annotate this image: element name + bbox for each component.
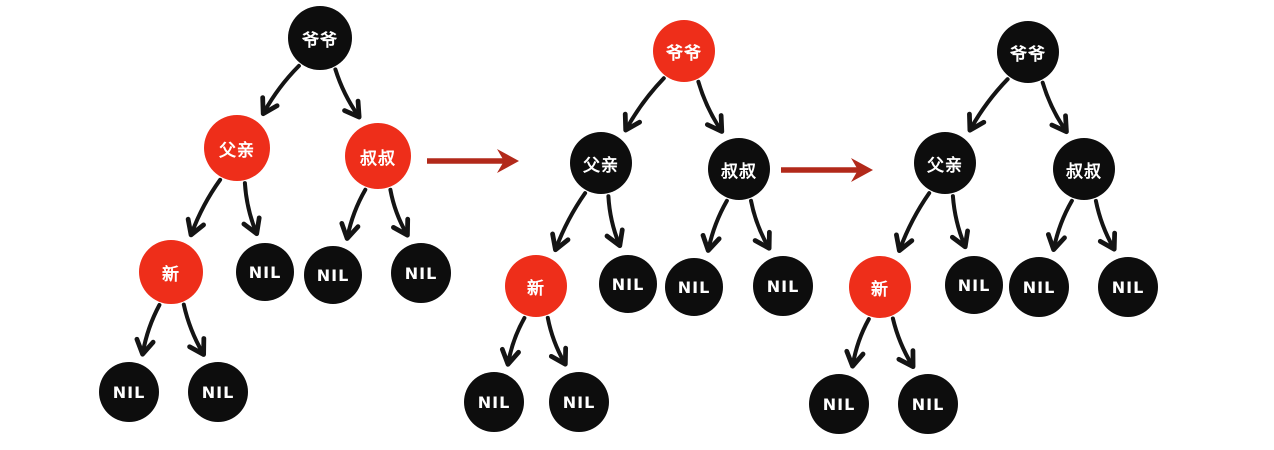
tree-1-node-uncle: 叔叔 [345,123,411,189]
tree-1-node-father-nil-right: NIL [236,243,294,301]
tree-2-edge-grandfather-to-uncle [696,79,725,134]
tree-3-edge-father-to-new [894,191,932,254]
tree-3-node-grandfather: 爷爷 [997,21,1059,83]
tree-2-node-father-nil-right: NIL [599,255,657,313]
tree-2-edge-new-to-new-nil-left [499,316,527,367]
tree-2-node-grandfather: 爷爷 [653,20,715,82]
tree-3-edge-new-to-new-nil-right [890,316,916,370]
transform-arrows [427,149,873,182]
tree-2-edge-grandfather-to-father [622,76,666,133]
tree-1-node-new-nil-left: NIL [99,362,159,422]
tree-1-node-grandfather: 爷爷 [288,6,352,70]
tree-3-node-new-nil-left: NIL [809,374,869,434]
tree-1-node-father: 父亲 [204,115,270,181]
tree-3-node-uncle-nil-left: NIL [1009,257,1069,317]
tree-3-edge-uncle-to-uncle-nil-right [1093,198,1118,252]
tree-3-node-father-nil-right: NIL [945,256,1003,314]
tree-3-node-new-nil-right: NIL [898,374,958,434]
tree-1-node-new: 新 [139,240,203,304]
tree-1-edge-uncle-to-uncle-nil-right [388,187,411,238]
tree-3-edge-father-to-father-nil-right [949,194,970,250]
tree-1-node-uncle-nil-right: NIL [391,243,451,303]
tree-1-edge-grandfather-to-uncle [333,67,362,120]
tree-1-edge-new-to-new-nil-right [181,302,207,357]
tree-3-edge-grandfather-to-uncle [1040,80,1069,135]
tree-2-edge-new-to-new-nil-right [545,315,569,367]
tree-2-node-uncle-nil-left: NIL [665,258,723,316]
tree-2-node-uncle: 叔叔 [708,138,770,200]
tree-2-node-new-nil-right: NIL [549,372,609,432]
tree-edges [134,63,1118,370]
tree-3-edge-grandfather-to-father [967,77,1010,133]
tree-3-node-father: 父亲 [914,132,976,194]
tree-2-node-new-nil-left: NIL [464,372,524,432]
tree-1-node-uncle-nil-left: NIL [304,246,362,304]
transform-arrow-1-head-icon [497,149,519,173]
tree-1-edge-father-to-new [185,177,223,238]
tree-1-edge-grandfather-to-father [260,63,301,117]
transform-arrow-2-head-icon [851,158,873,182]
tree-1-edge-new-to-new-nil-left [134,303,162,357]
tree-2-edge-uncle-to-uncle-nil-right [749,198,772,251]
tree-2-node-uncle-nil-right: NIL [753,256,813,316]
tree-3-node-new: 新 [849,256,911,318]
tree-3-node-uncle: 叔叔 [1053,138,1115,200]
tree-3-edge-uncle-to-uncle-nil-left [1045,198,1074,252]
tree-2-edge-father-to-new [550,191,588,253]
tree-2-node-new: 新 [505,255,567,317]
tree-2-node-father: 父亲 [570,132,632,194]
tree-1-node-new-nil-right: NIL [188,362,248,422]
tree-3-node-uncle-nil-right: NIL [1098,257,1158,317]
tree-2-edge-father-to-father-nil-right [604,194,625,249]
tree-3-edge-new-to-new-nil-left [844,317,871,369]
tree-2-edge-uncle-to-uncle-nil-left [700,198,729,253]
tree-1-edge-father-to-father-nil-right [241,181,262,237]
tree-1-edge-uncle-to-uncle-nil-left [339,187,368,241]
